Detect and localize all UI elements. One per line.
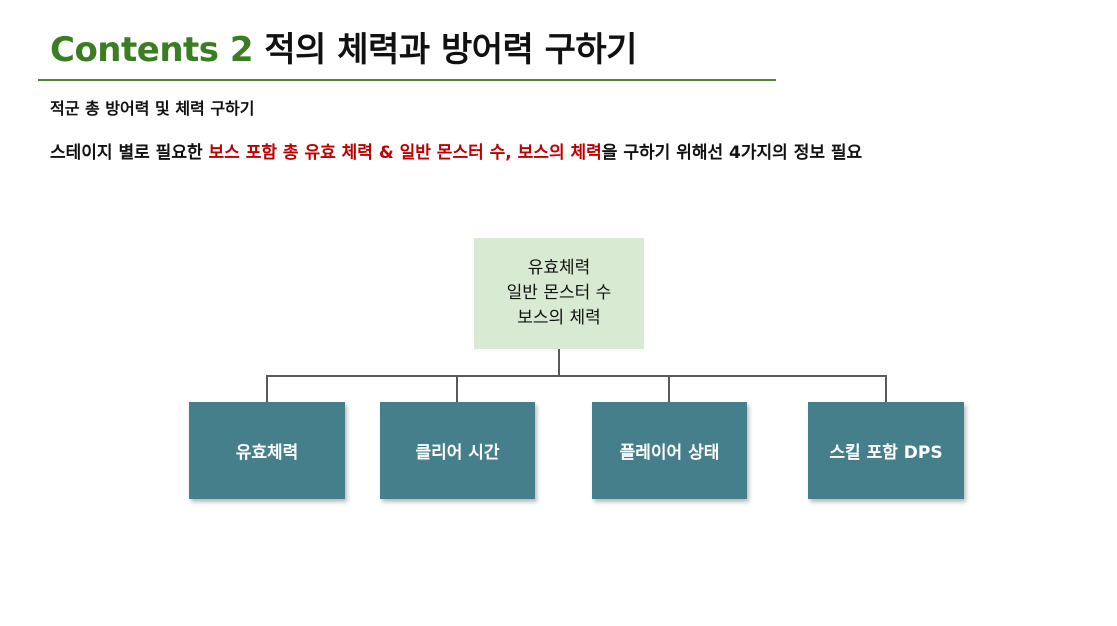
node-label: 클리어 시간 — [415, 443, 500, 463]
diagram-node-skill-dps: 스킬 포함 DPS — [808, 402, 964, 499]
node-label: 플레이어 상태 — [619, 443, 720, 463]
node-label: 유효체력 — [235, 443, 299, 463]
description-highlight: 보스 포함 총 유효 체력 & 일반 몬스터 수, 보스의 체력 — [208, 143, 602, 163]
description-suffix: 을 구하기 위해선 4가지의 정보 필요 — [601, 143, 863, 163]
title-main: 적의 체력과 방어력 구하기 — [253, 30, 637, 70]
diagram-node-effective-hp: 유효체력 — [189, 402, 345, 499]
description-prefix: 스테이지 별로 필요한 — [50, 143, 209, 163]
title-divider — [38, 79, 776, 81]
node-label: 스킬 포함 DPS — [829, 443, 943, 463]
title-accent: Contents 2 — [50, 30, 254, 70]
root-line-boss-hp: 보스의 체력 — [517, 308, 601, 328]
description-text: 스테이지 별로 필요한 보스 포함 총 유효 체력 & 일반 몬스터 수, 보스… — [50, 138, 862, 163]
diagram-node-player-state: 플레이어 상태 — [592, 402, 747, 499]
root-line-monster-count: 일반 몬스터 수 — [506, 283, 612, 303]
root-line-effective-hp: 유효체력 — [527, 258, 591, 278]
page-title: Contents 2 적의 체력과 방어력 구하기 — [50, 22, 637, 71]
section-subtitle: 적군 총 방어력 및 체력 구하기 — [50, 99, 255, 118]
diagram-root-node: 유효체력 일반 몬스터 수 보스의 체력 — [474, 238, 644, 349]
diagram-node-clear-time: 클리어 시간 — [380, 402, 535, 499]
